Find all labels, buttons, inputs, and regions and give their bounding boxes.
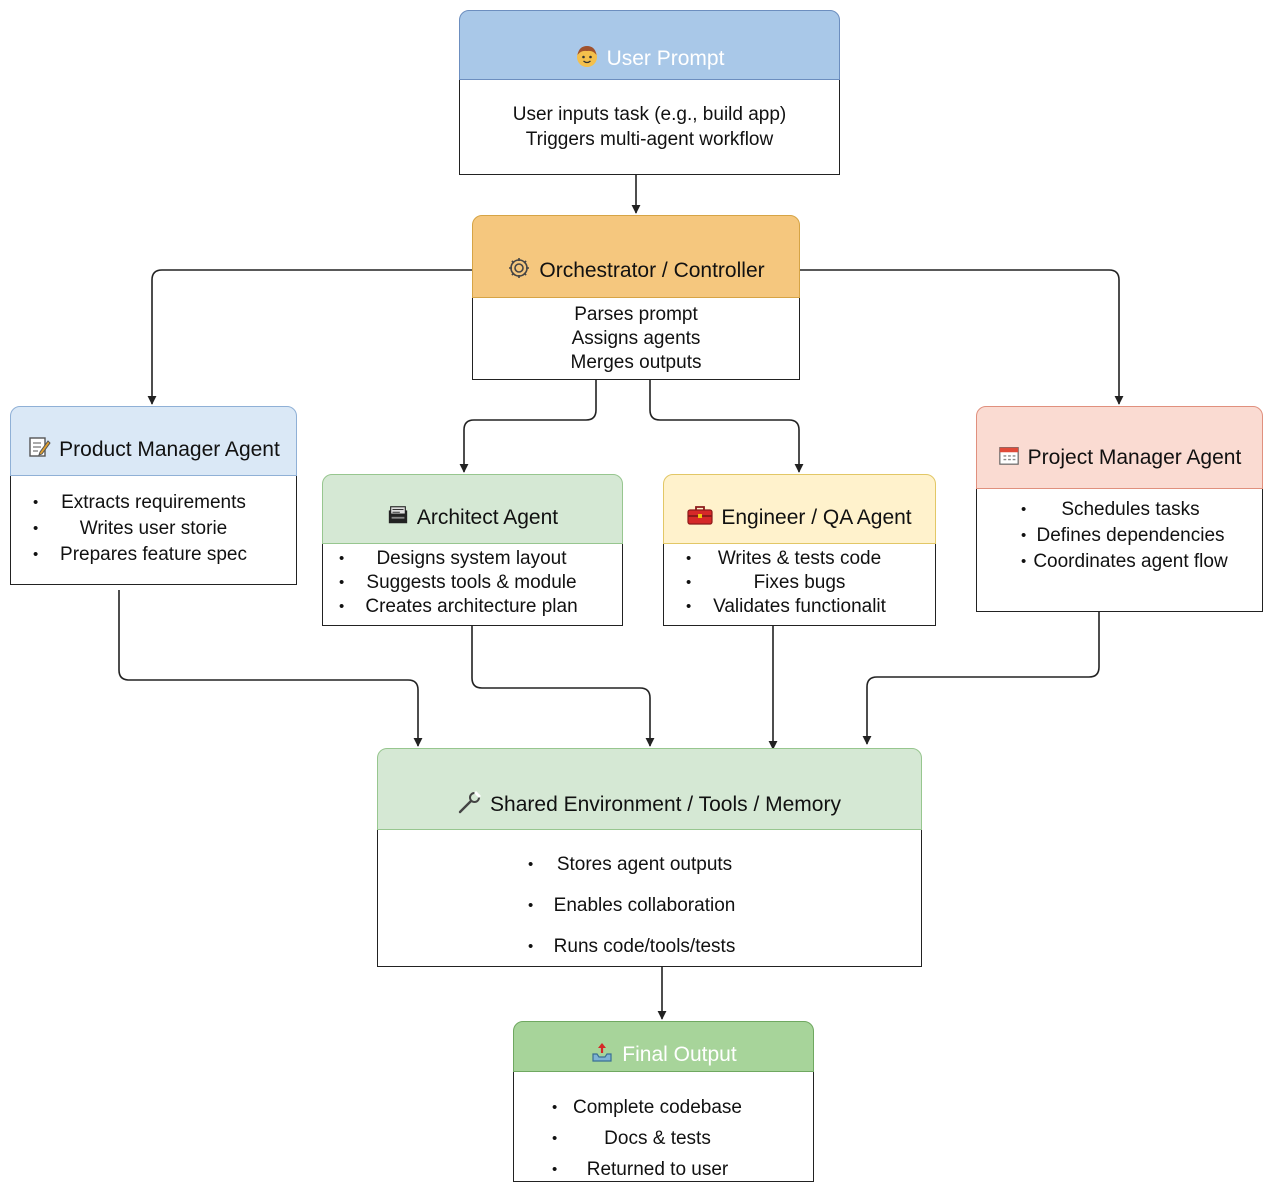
architect-header: Architect Agent — [322, 474, 623, 544]
final-output-node[interactable]: Final Output Complete codebase Docs & te… — [513, 1021, 814, 1185]
product-manager-node[interactable]: Product Manager Agent Extracts requireme… — [10, 406, 297, 585]
list-item: Stores agent outputs — [528, 844, 761, 885]
engineer-list: Writes & tests code Fixes bugs Validates… — [686, 547, 913, 619]
engineer-body: Writes & tests code Fixes bugs Validates… — [663, 544, 936, 626]
shared-env-header: Shared Environment / Tools / Memory — [377, 748, 922, 830]
shared-env-list: Stores agent outputs Enables collaborati… — [528, 844, 761, 967]
gear-icon — [507, 256, 531, 286]
edge-architect-to-shared-env — [471, 626, 655, 747]
list-item: Creates architecture plan — [339, 595, 604, 619]
edge-orchestrator-to-architect — [459, 380, 597, 473]
blueprint-icon — [387, 504, 409, 532]
wrench-icon — [458, 790, 482, 820]
project-manager-title: Project Manager Agent — [1027, 445, 1242, 469]
orchestrator-body: Parses prompt Assigns agents Merges outp… — [472, 298, 800, 380]
orchestrator-line: Merges outputs — [570, 352, 702, 373]
final-output-header: Final Output — [513, 1021, 814, 1072]
list-item: Runs code/tools/tests — [528, 926, 761, 967]
edge-orchestrator-to-project-manager — [800, 269, 1124, 405]
list-item: Complete codebase — [552, 1092, 763, 1123]
architect-list: Designs system layout Suggests tools & m… — [339, 547, 604, 619]
product-manager-list: Extracts requirements Writes user storie… — [33, 490, 274, 568]
memo-icon — [27, 435, 51, 465]
final-output-title: Final Output — [622, 1042, 737, 1066]
user-prompt-line: User inputs task (e.g., build app) — [512, 104, 787, 125]
user-prompt-title: User Prompt — [606, 47, 725, 70]
product-manager-title: Product Manager Agent — [59, 438, 280, 461]
shared-env-body: Stores agent outputs Enables collaborati… — [377, 830, 922, 967]
project-manager-list: Schedules tasks Defines dependencies Coo… — [1021, 497, 1240, 575]
engineer-header: Engineer / QA Agent — [663, 474, 936, 544]
shared-env-title: Shared Environment / Tools / Memory — [490, 793, 841, 816]
orchestrator-node[interactable]: Orchestrator / Controller Parses prompt … — [472, 215, 800, 380]
list-item: Suggests tools & module — [339, 571, 604, 595]
orchestrator-line: Assigns agents — [571, 328, 701, 349]
list-item: Writes user storie — [33, 516, 274, 542]
architect-body: Designs system layout Suggests tools & m… — [322, 544, 623, 626]
list-item: Schedules tasks — [1021, 497, 1240, 523]
user-prompt-body: User inputs task (e.g., build app) Trigg… — [459, 80, 840, 175]
user-prompt-node[interactable]: User Prompt User inputs task (e.g., buil… — [459, 10, 840, 175]
edge-project-manager-to-shared-env — [862, 600, 1100, 745]
list-item: Fixes bugs — [686, 571, 913, 595]
list-item: Prepares feature spec — [33, 542, 274, 568]
engineer-node[interactable]: Engineer / QA Agent Writes & tests code … — [663, 474, 936, 626]
product-manager-header: Product Manager Agent — [10, 406, 297, 476]
orchestrator-header: Orchestrator / Controller — [472, 215, 800, 298]
person-face-icon — [575, 44, 599, 74]
outbox-tray-icon — [590, 1041, 614, 1069]
architect-node[interactable]: Architect Agent Designs system layout Su… — [322, 474, 623, 626]
user-prompt-header: User Prompt — [459, 10, 840, 80]
orchestrator-line: Parses prompt — [574, 304, 698, 325]
toolbox-icon — [687, 504, 713, 532]
product-manager-body: Extracts requirements Writes user storie… — [10, 476, 297, 585]
list-item: Extracts requirements — [33, 490, 274, 516]
orchestrator-title: Orchestrator / Controller — [539, 258, 765, 282]
list-item: Docs & tests — [552, 1123, 763, 1154]
project-manager-header: Project Manager Agent — [976, 406, 1263, 489]
edge-orchestrator-to-product-manager — [147, 269, 472, 405]
architect-title: Architect Agent — [416, 506, 559, 529]
edge-product-manager-to-shared-env — [118, 590, 423, 747]
edge-orchestrator-to-engineer — [649, 380, 804, 473]
list-item: Defines dependencies — [1021, 523, 1240, 549]
list-item: Coordinates agent flow — [1021, 549, 1240, 575]
project-manager-node[interactable]: Project Manager Agent Schedules tasks De… — [976, 406, 1263, 612]
project-manager-body: Schedules tasks Defines dependencies Coo… — [976, 489, 1263, 612]
shared-env-node[interactable]: Shared Environment / Tools / Memory Stor… — [377, 748, 922, 967]
final-output-list: Complete codebase Docs & tests Returned … — [552, 1092, 763, 1185]
user-prompt-line: Triggers multi-agent workflow — [525, 129, 774, 150]
list-item: Validates functionalit — [686, 595, 913, 619]
list-item: Writes & tests code — [686, 547, 913, 571]
list-item: Returned to user — [552, 1154, 763, 1185]
engineer-title: Engineer / QA Agent — [721, 506, 912, 529]
final-output-body: Complete codebase Docs & tests Returned … — [513, 1072, 814, 1185]
list-item: Enables collaboration — [528, 885, 761, 926]
list-item: Designs system layout — [339, 547, 604, 571]
calendar-icon — [998, 444, 1020, 472]
